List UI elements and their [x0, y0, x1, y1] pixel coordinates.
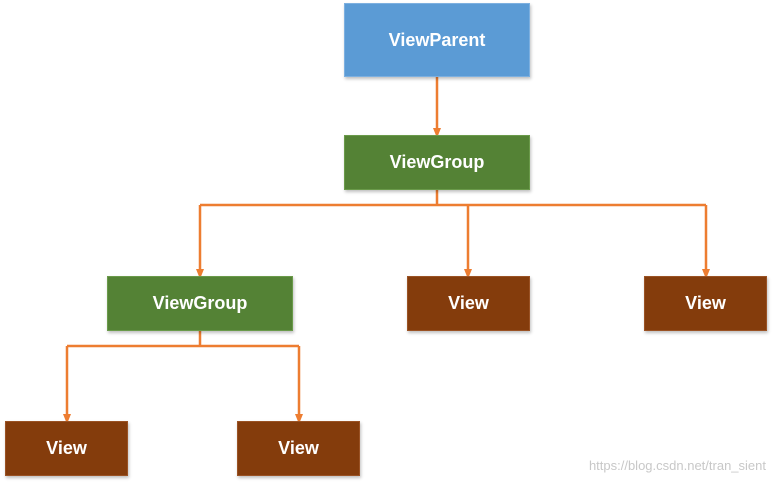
node-view-1: View [407, 276, 530, 331]
node-view-4-label: View [278, 438, 319, 458]
watermark-text: https://blog.csdn.net/tran_sient [588, 458, 766, 473]
node-viewgroup-root-label: ViewGroup [389, 152, 485, 172]
node-viewgroup-root: ViewGroup [344, 135, 530, 190]
node-viewparent: ViewParent [344, 3, 530, 77]
node-viewparent-label: ViewParent [388, 29, 486, 50]
node-view-1-label: View [448, 293, 489, 313]
node-viewgroup-child: ViewGroup [107, 276, 293, 331]
node-view-3-label: View [46, 438, 87, 458]
node-view-4: View [237, 421, 360, 476]
node-viewgroup-child-label: ViewGroup [152, 293, 248, 313]
node-view-2: View [644, 276, 767, 331]
node-view-3: View [5, 421, 128, 476]
node-view-2-label: View [685, 293, 726, 313]
